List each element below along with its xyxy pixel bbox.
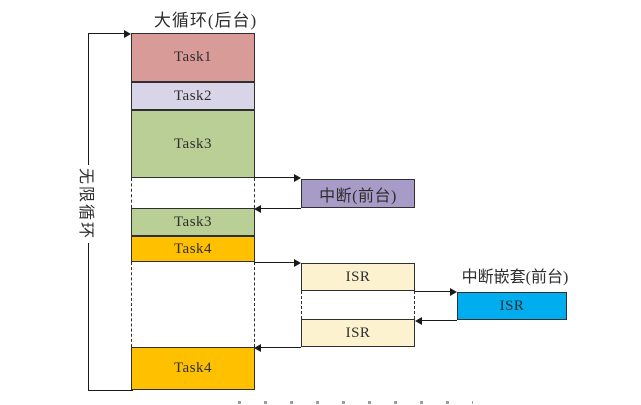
- nested-isr-box: ISR: [457, 292, 567, 320]
- arrowhead-right-icon: [124, 29, 131, 38]
- arrowhead-left-icon: [254, 204, 261, 213]
- arrowhead-right-icon: [450, 287, 457, 296]
- infinite-loop-label: 无限循环: [76, 164, 100, 244]
- task-label: Task3: [173, 213, 213, 230]
- interrupt-label: 中断(前台): [319, 187, 397, 205]
- arrow-return-from-interrupt: [260, 208, 301, 209]
- arrow-to-isr: [254, 262, 294, 263]
- arrow-to-nested-isr: [415, 291, 450, 292]
- arrowhead-right-icon: [294, 258, 301, 267]
- preempted-gap: [131, 262, 255, 347]
- task-block: Task4: [131, 347, 255, 390]
- isr-box: ISR: [301, 319, 415, 347]
- loop-line-top: [88, 33, 124, 34]
- isr-preempted-gap: [301, 291, 415, 319]
- preempted-gap: [131, 178, 255, 208]
- task-block: Task2: [131, 82, 255, 110]
- cropped-caption-fragments: [238, 401, 473, 404]
- diagram-title: 大循环(后台): [153, 11, 258, 30]
- arrowhead-left-icon: [254, 343, 261, 352]
- arrow-return-from-nested-isr: [421, 320, 457, 321]
- task-block: Task3: [131, 110, 255, 178]
- arrowhead-left-icon: [415, 316, 422, 325]
- nested-interrupt-title: 中断嵌套(前台): [461, 269, 569, 286]
- task-label: Task1: [173, 49, 213, 65]
- isr-box: ISR: [301, 263, 415, 291]
- task-label: Task3: [173, 135, 213, 152]
- task-block: Task4: [131, 236, 255, 262]
- task-block: Task3: [131, 208, 255, 236]
- interrupt-box: 中断(前台): [301, 179, 415, 208]
- task-block: Task1: [131, 33, 255, 82]
- arrow-to-interrupt: [254, 177, 294, 178]
- task-label: Task4: [173, 360, 213, 376]
- isr-label: ISR: [345, 324, 371, 341]
- isr-label: ISR: [345, 268, 371, 285]
- isr-label: ISR: [499, 297, 525, 314]
- loop-line-bottom: [88, 390, 133, 391]
- arrow-return-from-isr: [260, 347, 301, 348]
- task-label: Task4: [173, 240, 213, 257]
- task-label: Task2: [173, 87, 213, 104]
- arrowhead-right-icon: [294, 173, 301, 182]
